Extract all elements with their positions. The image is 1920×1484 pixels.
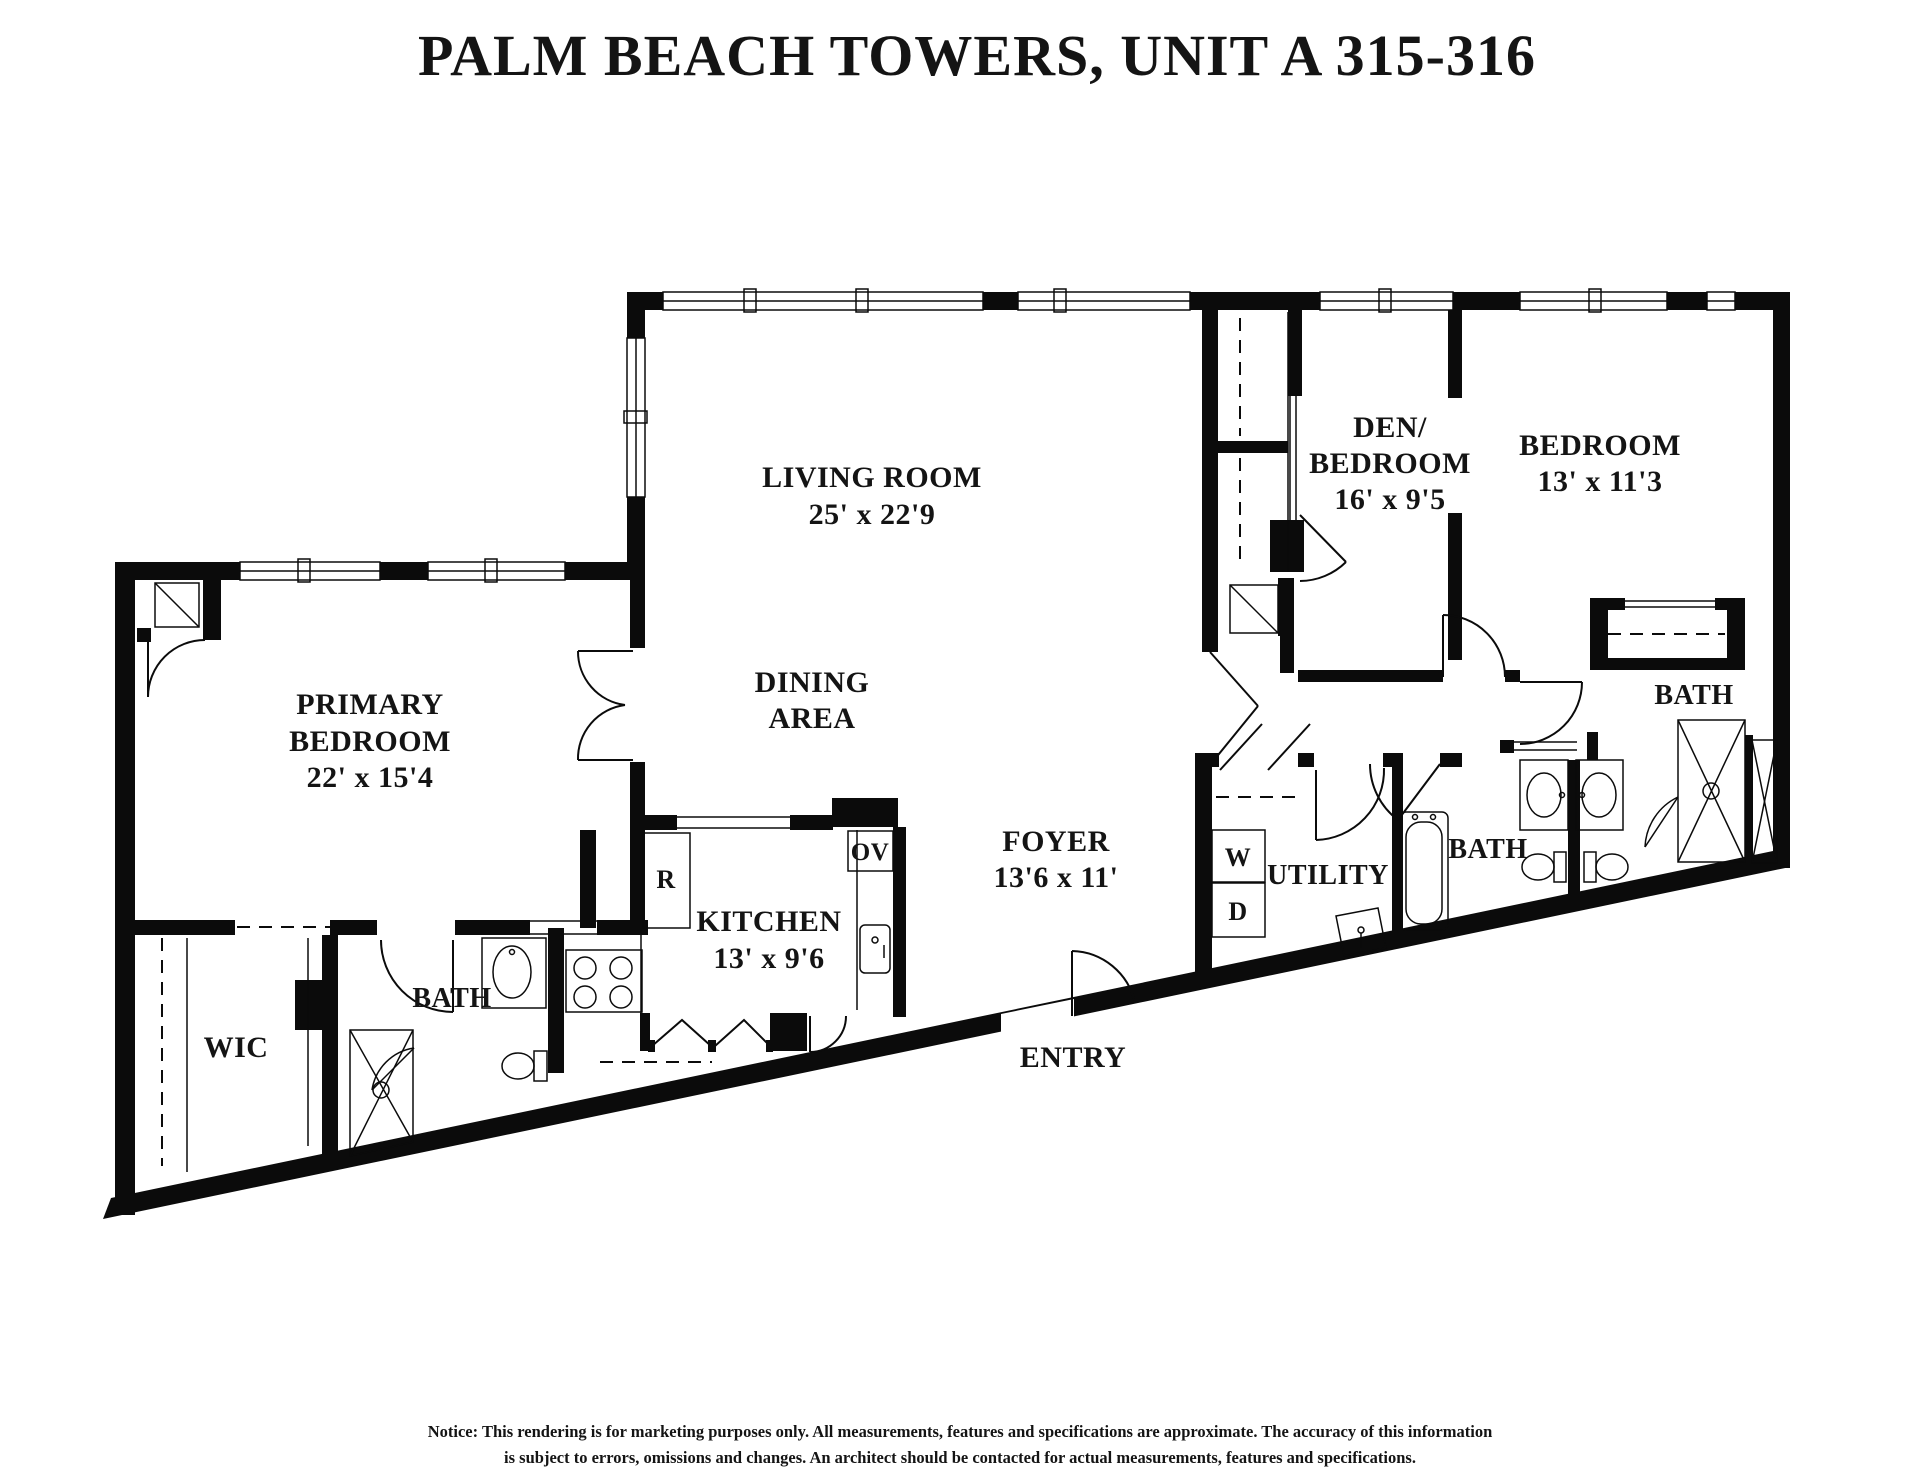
refrigerator-label: R [656, 865, 675, 894]
door-swing-icon [1369, 763, 1441, 821]
bathroom-sink-icon [1575, 759, 1624, 831]
toilet-icon [501, 1050, 548, 1082]
toilet-icon [1583, 851, 1629, 883]
closets [137, 312, 1778, 1172]
notice-line-1: Notice: This rendering is for marketing … [428, 1422, 1493, 1441]
oven-icon [847, 830, 894, 872]
outer-walls [103, 292, 1790, 1219]
utility-sink-icon [1335, 907, 1387, 957]
bifold-door-icon [648, 1018, 773, 1052]
kitchen-label: KITCHEN [696, 905, 841, 938]
window-icon [662, 288, 984, 313]
bifold-door-icon [1219, 723, 1311, 771]
shower-icon [349, 1029, 414, 1157]
foyer-dims: 13'6 x 11' [993, 861, 1118, 894]
den-bedroom-label-1: DEN/ [1353, 411, 1427, 444]
closet-rod-icon [161, 938, 333, 1172]
primary-bedroom-label-2: BEDROOM [289, 725, 451, 758]
refrigerator-icon [642, 832, 691, 929]
door-swing-icon [1299, 514, 1347, 582]
door-swing-icon [147, 639, 206, 698]
primary-bedroom-label-1: PRIMARY [296, 688, 443, 721]
bedroom-dims: 13' x 11'3 [1537, 465, 1662, 498]
linen-closet-icon [1751, 739, 1778, 864]
kitchen-dims: 13' x 9'6 [713, 942, 824, 975]
bath-primary-label: BATH [412, 983, 491, 1014]
dining-area-label-2: AREA [768, 702, 855, 735]
door-swing-icon [1519, 681, 1583, 745]
washer-label: W [1225, 843, 1252, 872]
entry-label: ENTRY [1020, 1041, 1126, 1074]
window-icon [1706, 291, 1736, 311]
dryer-label: D [1228, 897, 1247, 926]
double-door-icon [1209, 651, 1259, 766]
closet-rod-icon [1239, 312, 1289, 572]
window-icon [427, 558, 566, 583]
door-swing-icon [380, 939, 454, 1013]
living-room-label: LIVING ROOM [762, 461, 982, 494]
door-swing-icon [1644, 796, 1679, 848]
sliding-door-icon [1625, 600, 1715, 608]
utility-label: UTILITY [1267, 860, 1389, 891]
bathroom-sink-icon [481, 937, 547, 1009]
page-title: PALM BEACH TOWERS, UNIT A 315-316 [418, 23, 1536, 88]
stove-icon [565, 930, 643, 1013]
window-icon [1017, 288, 1191, 313]
door-swing-icon [1315, 767, 1386, 841]
bathroom-sink-icon [1519, 759, 1569, 831]
oven-label: OV [851, 839, 890, 866]
notice-line-2: is subject to errors, omissions and chan… [504, 1448, 1416, 1467]
dryer-icon [1211, 882, 1266, 938]
den-bedroom-label-2: BEDROOM [1309, 447, 1471, 480]
bathtub-icon [1399, 811, 1449, 931]
shower-icon [1677, 719, 1746, 863]
window-icon [623, 337, 648, 498]
bath-right-label: BATH [1654, 680, 1733, 711]
door-swing-icon [1442, 614, 1506, 678]
corner-shelf-closet-icon [1229, 584, 1279, 634]
primary-bedroom-dims: 22' x 15'4 [307, 761, 434, 794]
window-icon [239, 558, 381, 583]
window-icon [1519, 288, 1668, 313]
wic-label: WIC [204, 1031, 269, 1064]
toilet-icon [1521, 851, 1567, 883]
bedroom-label: BEDROOM [1519, 429, 1681, 462]
doors [147, 395, 1715, 1091]
fixtures [349, 719, 1746, 1157]
double-door-icon [576, 650, 633, 761]
bath-middle-label: BATH [1448, 834, 1527, 865]
sliding-door-icon [1289, 395, 1297, 520]
door-swing-icon [809, 1015, 847, 1053]
foyer-label: FOYER [1002, 825, 1110, 858]
entry-diagonal-wall [103, 851, 1790, 1219]
entry-door-icon [1001, 950, 1136, 1032]
window-icon [1319, 288, 1454, 313]
dining-area-label-1: DINING [755, 666, 870, 699]
interior-walls [135, 310, 1753, 1160]
sliding-door-icon [1513, 741, 1577, 751]
windows [239, 288, 1736, 583]
washer-icon [1211, 829, 1266, 883]
corner-shelf-closet-icon [137, 578, 221, 642]
living-room-dims: 25' x 22'9 [809, 498, 936, 531]
kitchen-sink-icon [856, 830, 891, 1010]
labels: PALM BEACH TOWERS, UNIT A 315-316 LIVING… [204, 23, 1734, 1467]
den-bedroom-dims: 16' x 9'5 [1334, 483, 1445, 516]
